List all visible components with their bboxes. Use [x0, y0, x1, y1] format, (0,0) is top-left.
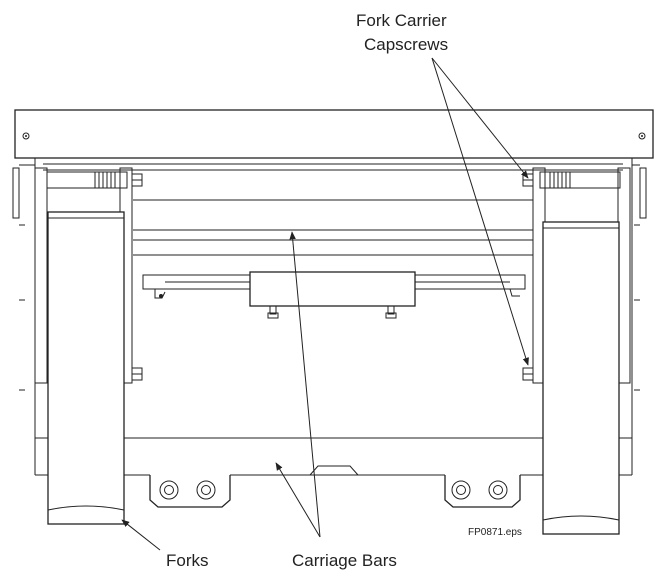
forks-leader: [121, 519, 161, 551]
fork-carrier-capscrews-label-line2: Capscrews: [364, 35, 448, 54]
capscrew-leader-upper: [431, 57, 529, 179]
left-fork-carrier: [34, 167, 133, 384]
top-plate: [14, 109, 654, 159]
carriage-bars-leader-upper: [289, 231, 321, 538]
fork-carrier-capscrews-label-line1: Fork Carrier: [356, 11, 447, 30]
carriage-bars-label: Carriage Bars: [292, 551, 397, 570]
carriage-bars-leader-lower: [275, 462, 321, 538]
left-capscrew-upper: [131, 173, 143, 187]
upper-carriage-bar: [133, 199, 533, 256]
bottom-hook-left: [149, 475, 231, 508]
left-fork: [47, 211, 125, 525]
side-shift-cylinder: [142, 271, 526, 319]
right-capscrew-upper: [522, 173, 534, 187]
file-reference: FP0871.eps: [468, 527, 522, 538]
bottom-hook-right: [444, 475, 521, 508]
right-fork: [542, 221, 620, 535]
left-capscrew-lower: [131, 367, 143, 381]
capscrew-leader-lower: [431, 57, 529, 366]
forks-label: Forks: [166, 551, 209, 570]
right-capscrew-lower: [522, 367, 534, 381]
